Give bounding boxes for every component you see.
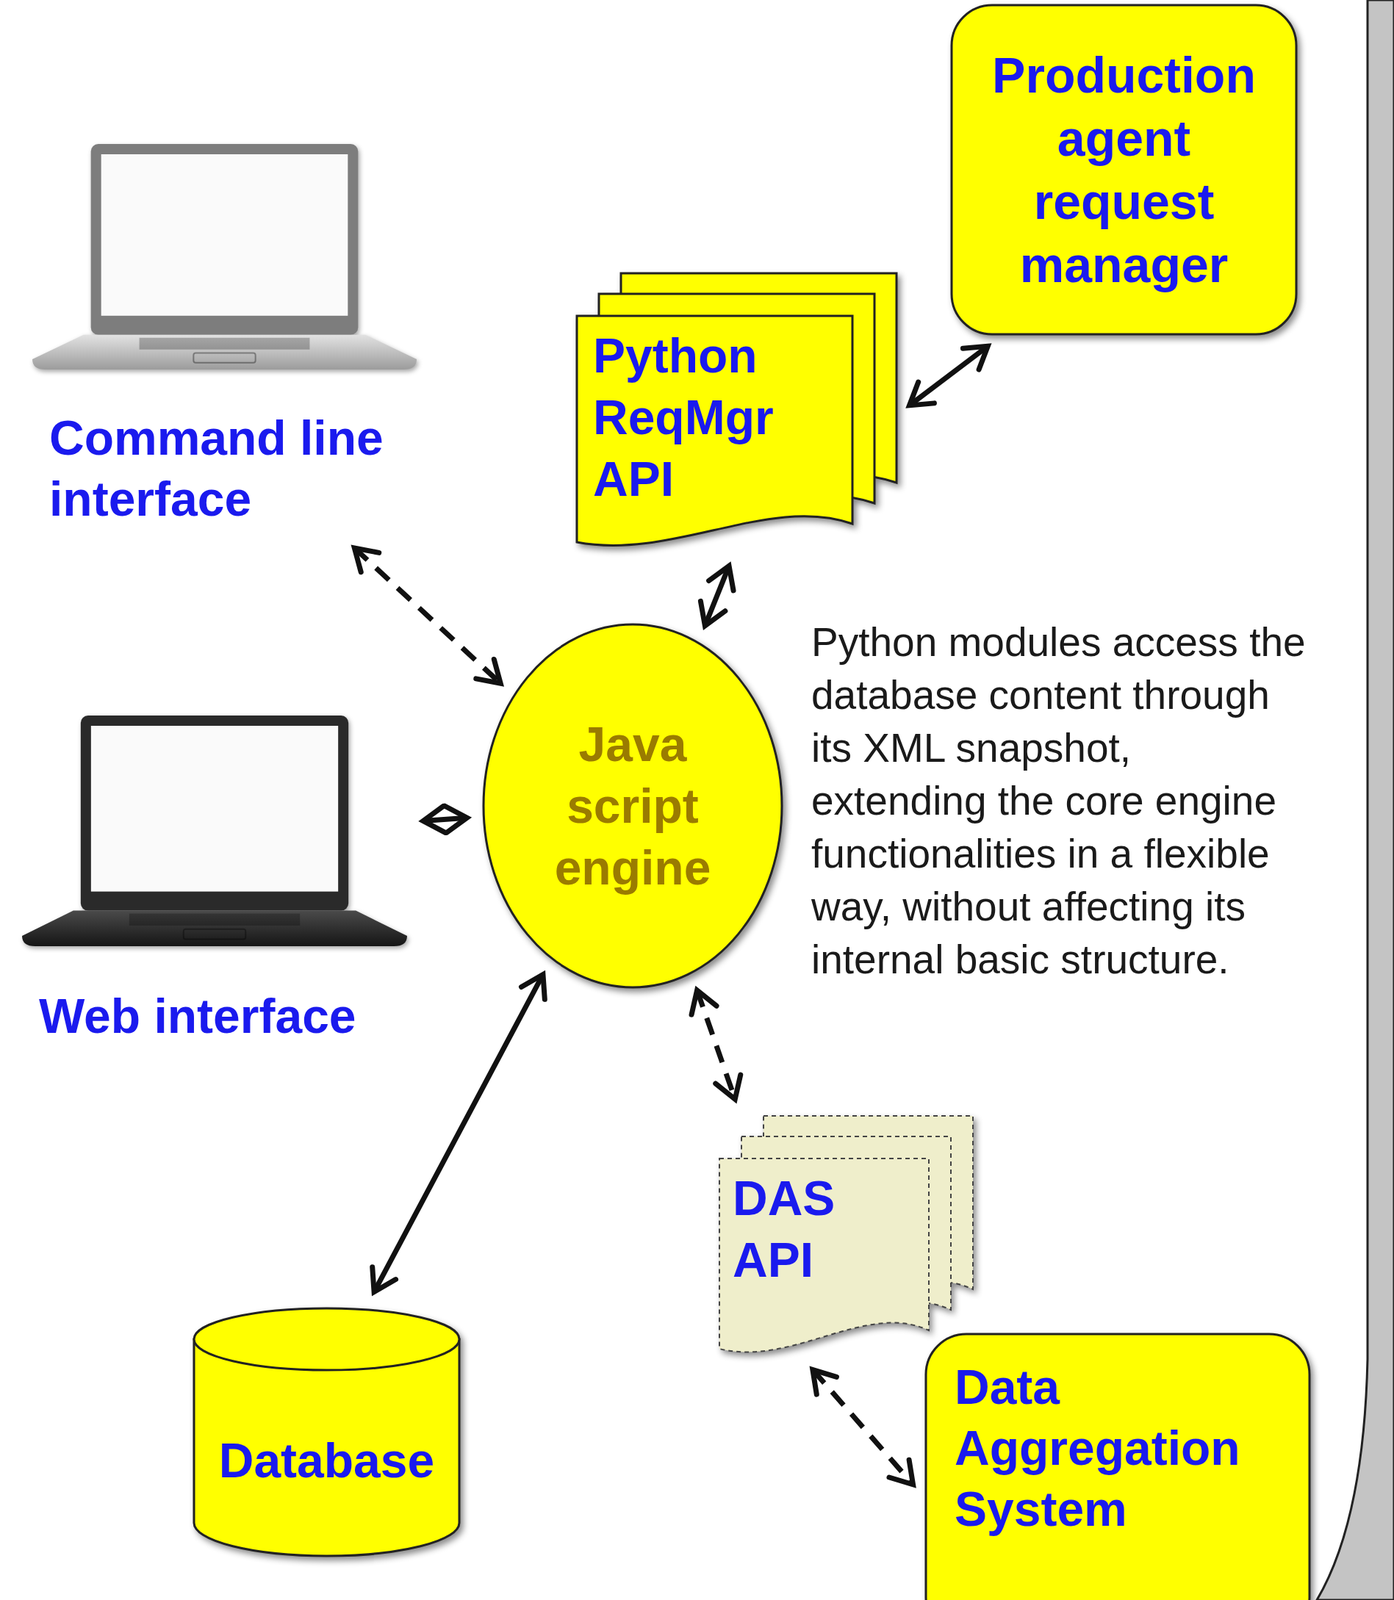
arrow-head <box>476 659 501 684</box>
connector <box>700 565 734 626</box>
arrow-head <box>909 382 935 406</box>
node-label: Production agent request manager <box>978 43 1270 297</box>
laptop-icon <box>20 714 409 950</box>
process-box: Data Aggregation System <box>923 1332 1312 1600</box>
arrow-head <box>423 806 446 833</box>
laptop-keyboard <box>139 338 311 350</box>
page-front <box>576 315 853 546</box>
connector <box>354 548 501 684</box>
arrow-head <box>691 990 717 1015</box>
laptop-lid <box>80 715 349 912</box>
node-label: Data Aggregation System <box>954 1357 1298 1541</box>
arrow-head <box>354 548 379 573</box>
box-body <box>951 5 1297 335</box>
laptop-icon <box>30 142 419 373</box>
node-label: Python ReqMgr API <box>593 324 836 510</box>
connector-line <box>812 1370 914 1486</box>
engine-ellipse: Java script engine <box>481 622 785 990</box>
connector-line <box>374 974 544 1292</box>
laptop-trackpad <box>193 352 255 363</box>
node-label: Java script engine <box>522 713 743 899</box>
laptop-keyboard <box>129 914 300 926</box>
box-body <box>925 1334 1310 1600</box>
connector <box>909 346 989 406</box>
process-box: Production agent request manager <box>949 2 1299 337</box>
text-area: Data Aggregation System <box>954 1357 1298 1541</box>
text-area: DAS API <box>732 1167 910 1292</box>
laptop-base <box>32 335 417 370</box>
node-label: Command line interface <box>49 407 419 530</box>
cylinder-top <box>193 1308 460 1371</box>
connector <box>691 990 741 1100</box>
document-stack: Python ReqMgr API <box>576 271 897 552</box>
cylinder-body <box>193 1339 460 1557</box>
ellipse-body <box>483 624 782 988</box>
web-laptop-node: Web interface <box>20 714 409 1055</box>
laptop-base <box>22 911 408 947</box>
node-label: Web interface <box>38 986 409 1048</box>
database-cylinder: Database <box>191 1306 462 1557</box>
shape-outline <box>191 1306 462 1557</box>
arrow-head <box>889 1460 914 1486</box>
text-area: Web interface <box>38 986 409 1048</box>
text-area: Command line interface <box>49 407 419 530</box>
node-label: Database <box>206 1430 447 1492</box>
connector-line <box>909 346 989 406</box>
text-area: Python ReqMgr API <box>593 324 836 510</box>
text-area: Database <box>206 1430 447 1492</box>
cli-laptop-node: Command line interface <box>30 142 419 538</box>
laptop-trackpad <box>183 929 246 940</box>
document-stack: DAS API <box>719 1114 973 1358</box>
arrow-head <box>962 346 988 370</box>
laptop-lid <box>91 144 359 336</box>
arrow-head <box>812 1370 837 1396</box>
note-text: Python modules access the database conte… <box>811 615 1314 987</box>
connector <box>372 974 546 1292</box>
connector <box>812 1370 914 1486</box>
laptop-screen <box>101 154 349 316</box>
page-front <box>719 1158 929 1353</box>
connector-line <box>354 548 501 684</box>
text-area: Production agent request manager <box>978 43 1270 297</box>
arrow-head <box>709 565 734 591</box>
laptop-screen <box>91 726 339 893</box>
page-edge-shape <box>1316 0 1394 1600</box>
arrow-head <box>444 806 467 833</box>
arrow-head <box>700 601 725 626</box>
text-area: Java script engine <box>522 713 743 899</box>
node-label: DAS API <box>732 1167 910 1292</box>
arrow-head <box>372 1267 397 1293</box>
connector <box>423 806 468 833</box>
arrow-head <box>715 1075 741 1100</box>
arrow-head <box>521 974 545 1000</box>
